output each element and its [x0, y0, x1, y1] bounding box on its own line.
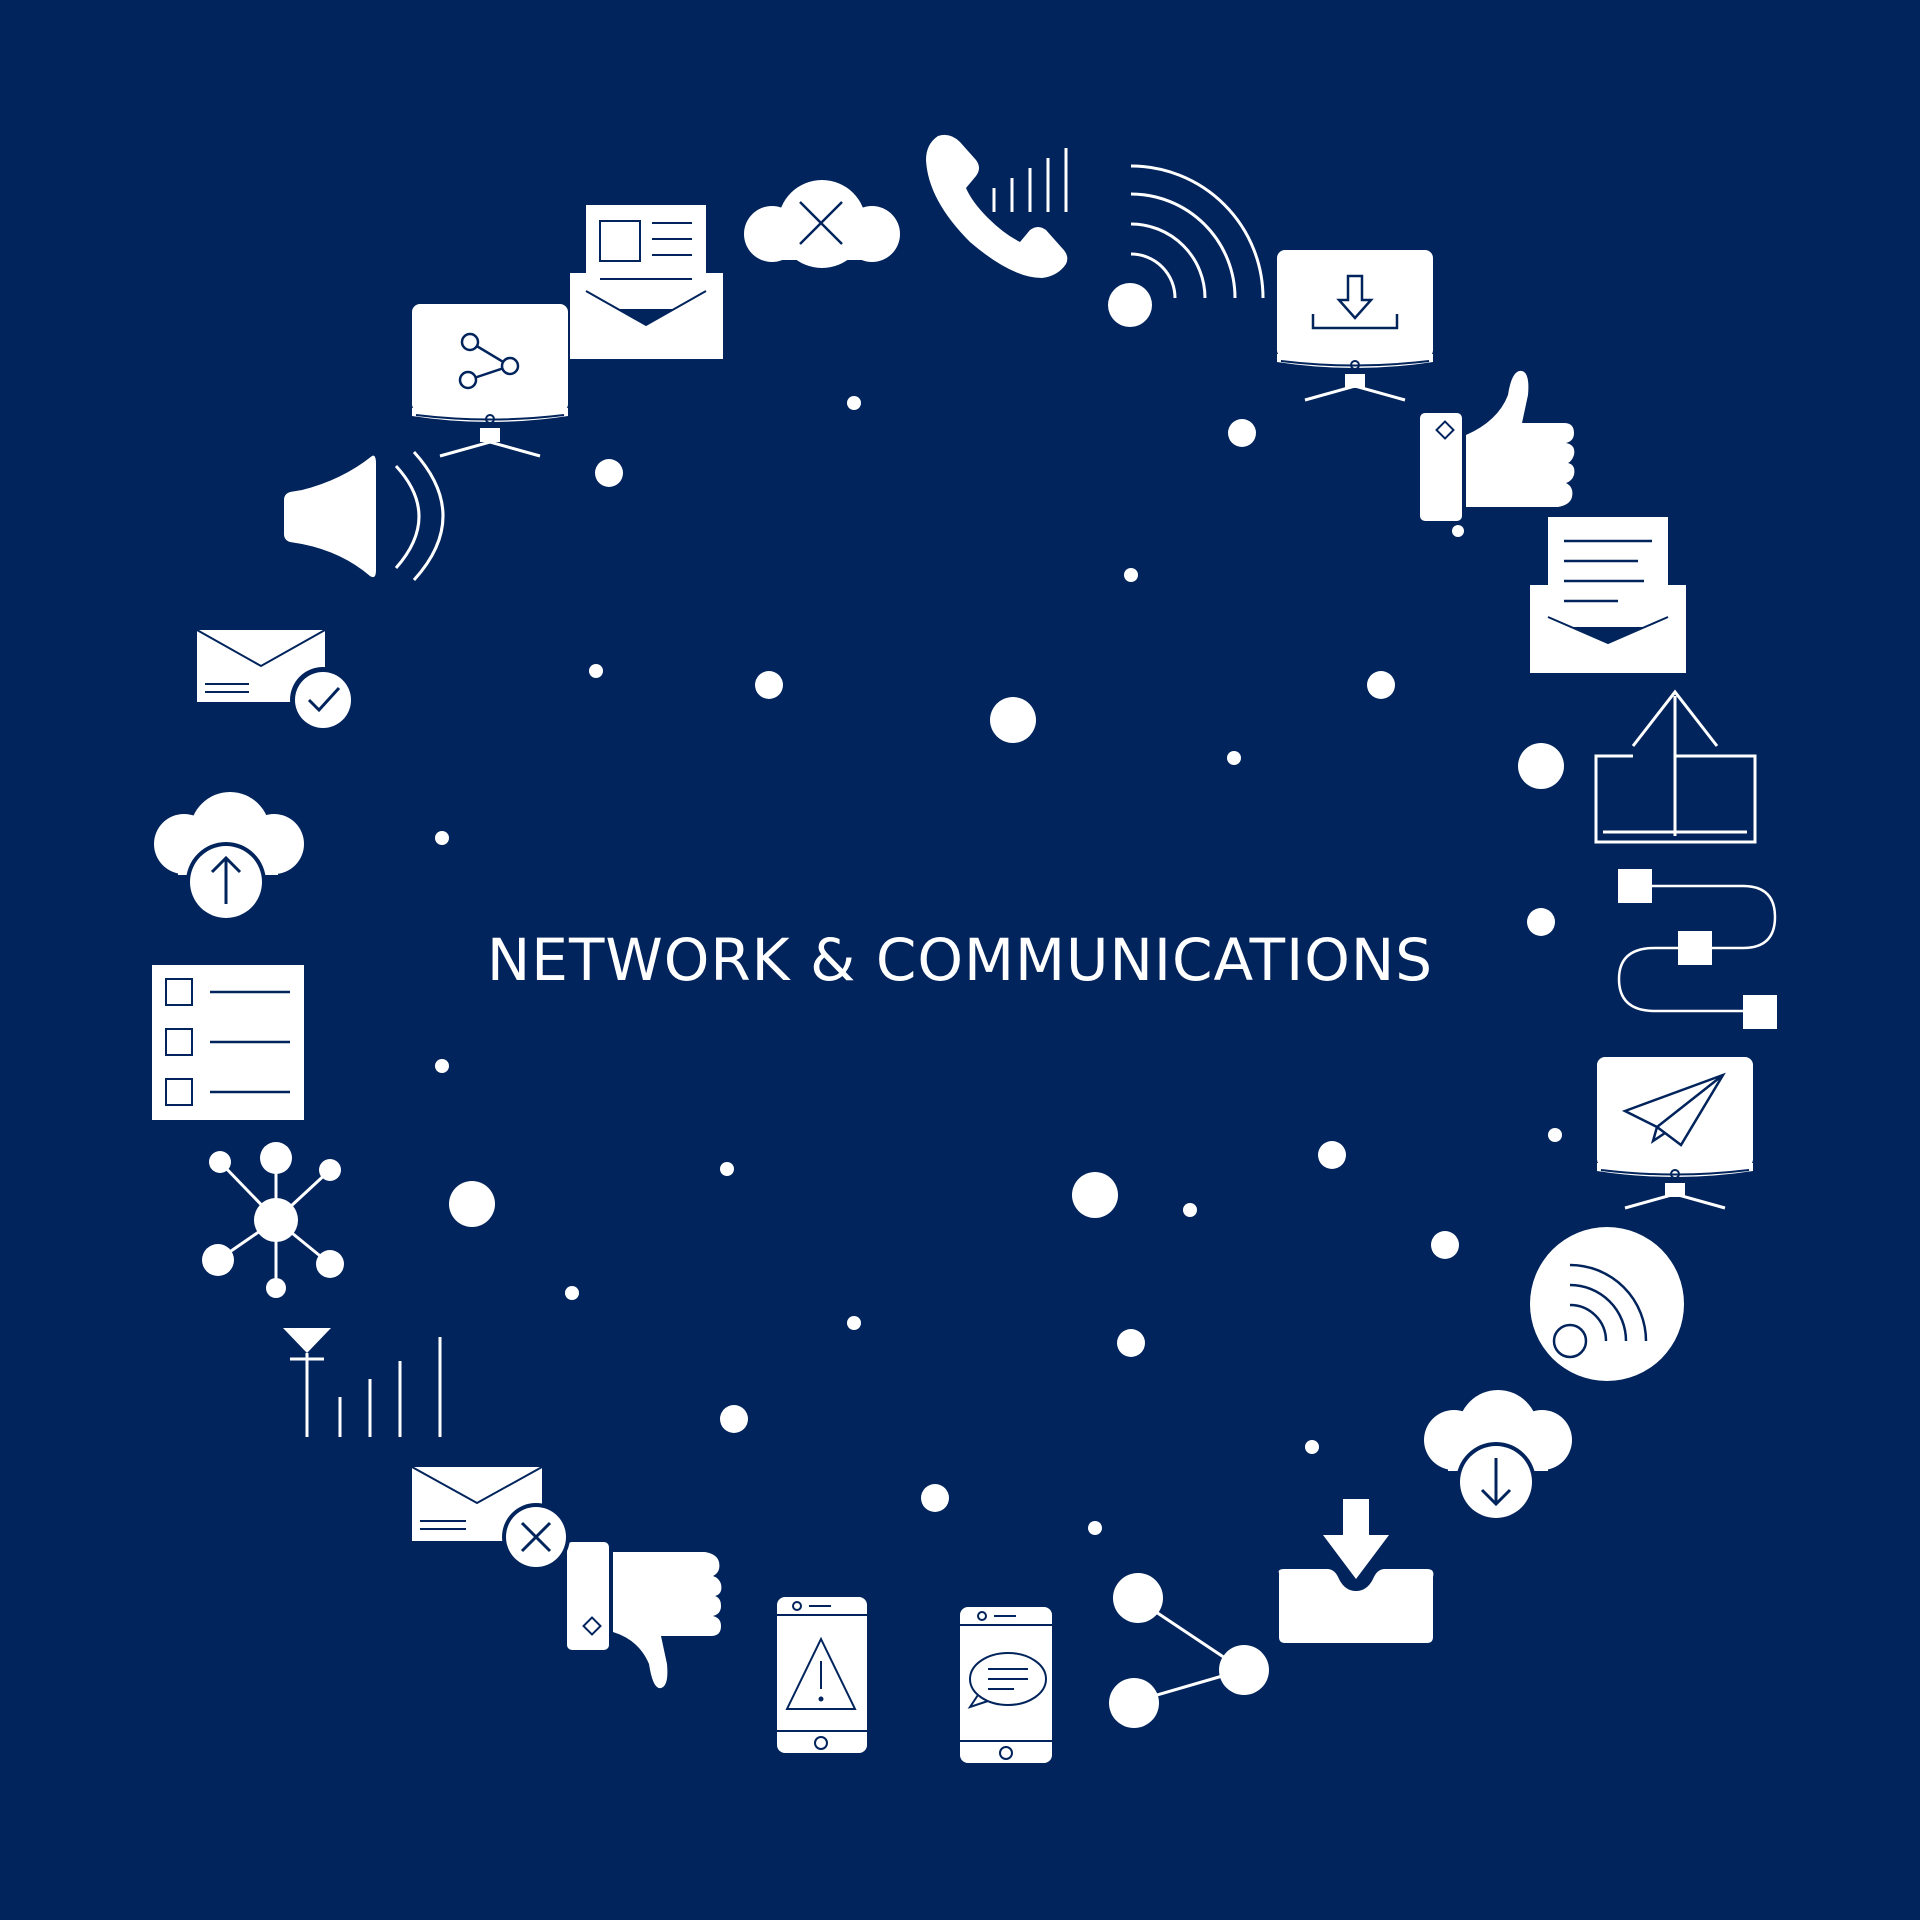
decor-dot [755, 671, 783, 699]
tray-download-icon [1275, 1497, 1437, 1645]
decor-dot [565, 1286, 579, 1300]
mail-rejected-icon [410, 1465, 570, 1571]
share-nodes-icon [1108, 1570, 1273, 1730]
monitor-download-icon [1275, 248, 1435, 408]
cloud-error-icon [742, 178, 902, 270]
decor-dot [990, 697, 1036, 743]
decor-dot [1431, 1231, 1459, 1259]
decor-dot [435, 1059, 449, 1073]
decor-dot [595, 459, 623, 487]
envelope-letter-icon [1528, 515, 1688, 675]
decor-dot [1072, 1172, 1118, 1218]
decor-dot [1527, 908, 1555, 936]
monitor-share-icon [410, 302, 570, 462]
phone-call-signal-icon [920, 130, 1080, 295]
checklist-icon [152, 965, 304, 1120]
speaker-volume-icon [282, 450, 447, 585]
decor-dot [435, 831, 449, 845]
decor-dot [1088, 1521, 1102, 1535]
box-upload-icon [1593, 688, 1758, 846]
smartphone-chat-icon [958, 1605, 1054, 1765]
decor-dot [1518, 743, 1564, 789]
page-title: NETWORK & COMMUNICATIONS [486, 926, 1434, 994]
decor-dot [720, 1162, 734, 1176]
decor-dot [1367, 671, 1395, 699]
decor-dot [589, 664, 603, 678]
thumbs-up-icon [1418, 365, 1578, 545]
envelope-newsletter-icon [568, 203, 725, 361]
decor-dot [1227, 751, 1241, 765]
smartphone-warning-icon [775, 1595, 869, 1755]
wifi-signal-icon [1105, 160, 1270, 330]
decor-dot [449, 1181, 495, 1227]
connected-nodes-path-icon [1615, 865, 1780, 1033]
decor-dot [1548, 1128, 1562, 1142]
decor-dot [720, 1405, 748, 1433]
monitor-paper-plane-icon [1595, 1055, 1757, 1213]
decor-dot [1228, 419, 1256, 447]
mail-approved-icon [195, 628, 356, 733]
cloud-download-icon [1418, 1388, 1578, 1523]
antenna-signal-bars-icon [280, 1325, 445, 1440]
thumbs-down-icon [565, 1540, 725, 1695]
decor-dot [1117, 1329, 1145, 1357]
decor-dot [1305, 1440, 1319, 1454]
decor-dot [921, 1484, 949, 1512]
circle-wifi-icon [1528, 1225, 1686, 1383]
decor-dot [847, 1316, 861, 1330]
network-hub-icon [200, 1140, 345, 1302]
decor-dot [1318, 1141, 1346, 1169]
decor-dot [847, 396, 861, 410]
decor-dot [1124, 568, 1138, 582]
cloud-upload-icon [148, 792, 308, 922]
decor-dot [1183, 1203, 1197, 1217]
